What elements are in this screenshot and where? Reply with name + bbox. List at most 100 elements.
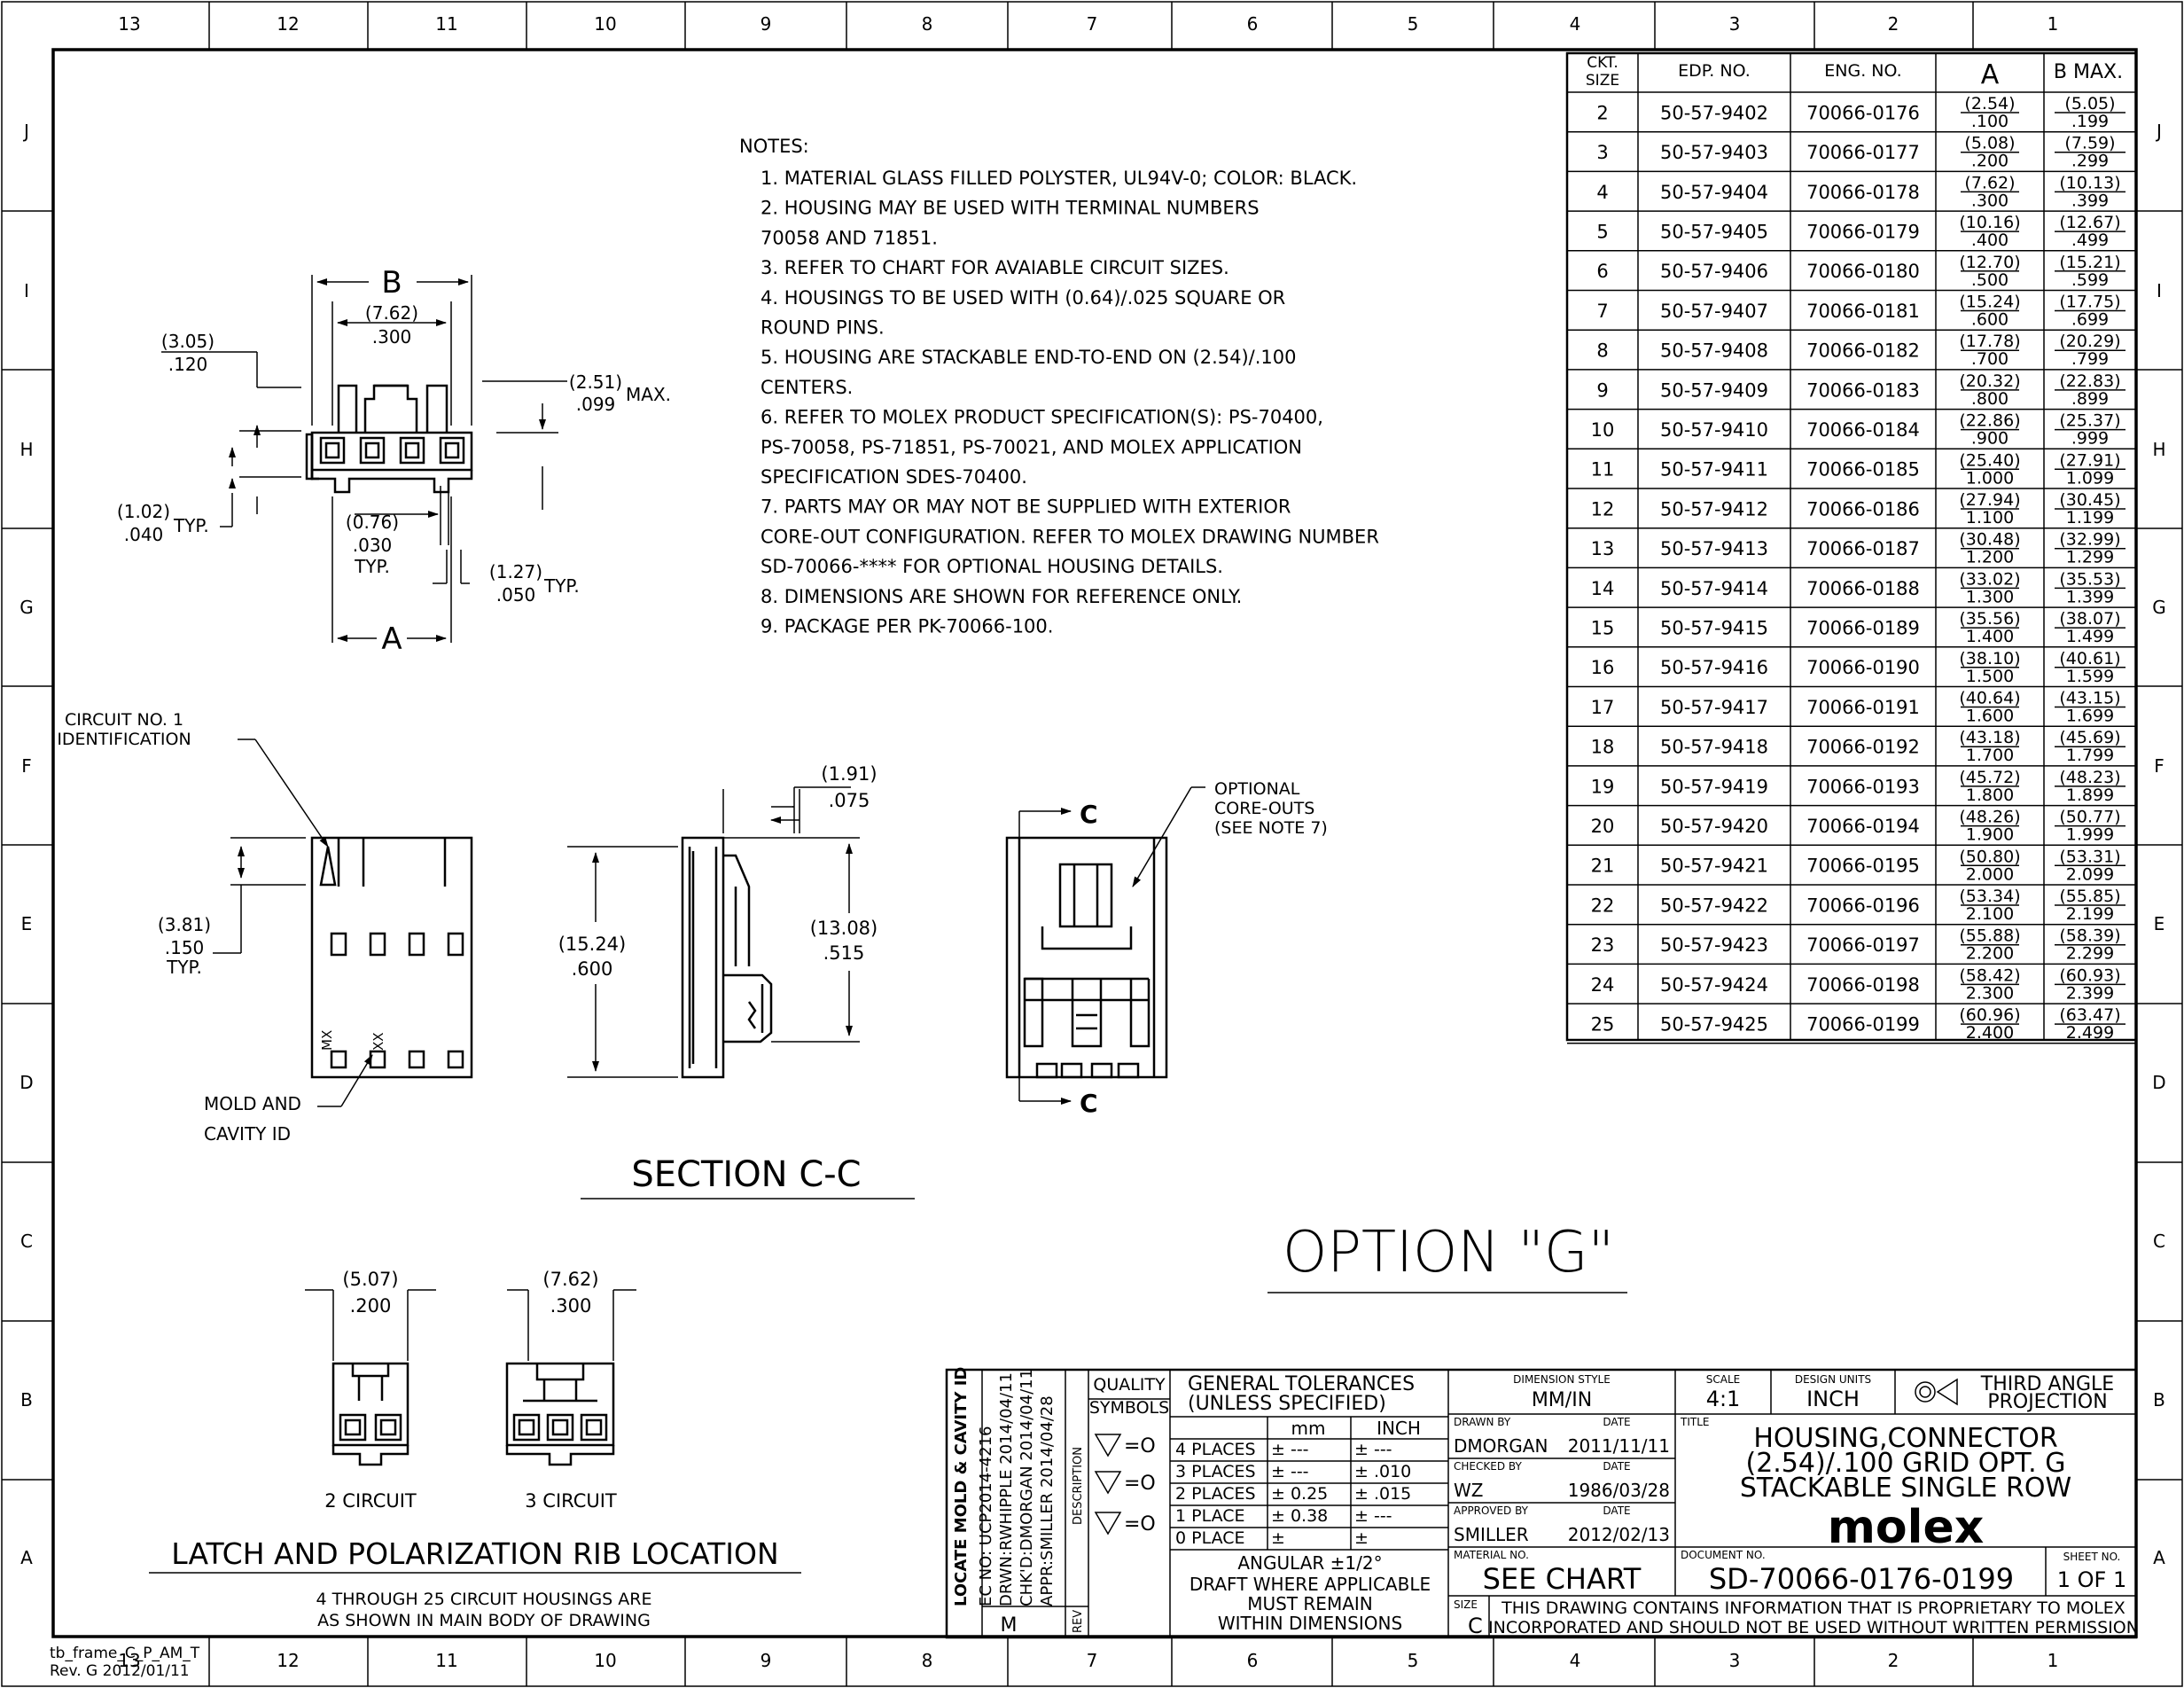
c-mark-bottom: C [1080, 1089, 1098, 1118]
col-label-bottom: 10 [594, 1650, 616, 1671]
dim-b-in: .599 [2071, 270, 2109, 290]
col-label-top: 8 [922, 13, 933, 35]
dim-305-mm: (3.05) [161, 331, 214, 352]
tol-inch: ± --- [1354, 1506, 1392, 1526]
col-label-bottom: 11 [435, 1650, 457, 1671]
notes-list: 1. MATERIAL GLASS FILLED POLYSTER, UL94V… [760, 168, 1379, 637]
dim-a-mm: (48.26) [1959, 808, 2020, 827]
edp-number: 50-57-9420 [1660, 816, 1768, 837]
row-label-right: B [2153, 1389, 2165, 1411]
dim-762b-in: .300 [550, 1295, 592, 1317]
frame-id-line-1: tb_frame_C_P_AM_T [50, 1645, 200, 1662]
dim-a-in: 2.100 [1966, 904, 2014, 924]
quality-symbol-text: =O [1124, 1473, 1156, 1495]
note-line: 1. MATERIAL GLASS FILLED POLYSTER, UL94V… [760, 168, 1357, 189]
ckt-size: 24 [1591, 974, 1615, 996]
eng-number: 70066-0199 [1806, 1013, 1920, 1035]
dim-305-in: .120 [168, 354, 208, 375]
tol-inch: ± .015 [1354, 1484, 1411, 1504]
proprietary-line-2: INCORPORATED AND SHOULD NOT BE USED WITH… [1488, 1618, 2139, 1637]
ckt-size: 4 [1596, 182, 1608, 203]
drawn-by: DMORGAN [1454, 1435, 1548, 1457]
tol-places: 3 PLACES [1175, 1462, 1256, 1481]
checked-date-label: DATE [1603, 1460, 1630, 1473]
tol-mm: ± 0.38 [1271, 1506, 1328, 1526]
dim-b-in: .799 [2071, 349, 2109, 369]
ckt-size: 9 [1596, 379, 1608, 401]
edp-number: 50-57-9413 [1660, 538, 1768, 559]
dim-b-in: 1.899 [2066, 785, 2114, 805]
quality-symbols: =O=O=O [1094, 1434, 1156, 1536]
dim-a-in: 1.500 [1966, 667, 2014, 686]
dim-762-in: .300 [372, 326, 412, 348]
c-mark-top: C [1080, 800, 1098, 829]
dim-a-in: .300 [1971, 191, 2008, 210]
dim-1308-mm: (13.08) [810, 918, 878, 939]
quality-symbol: =O [1094, 1512, 1156, 1536]
dim-b-mm: (40.61) [2059, 649, 2120, 668]
title-line-3: STACKABLE SINGLE ROW [1740, 1473, 2071, 1504]
ckt-size: 3 [1596, 142, 1608, 163]
ckt-size: 21 [1591, 856, 1615, 877]
ckt-size: 13 [1591, 538, 1615, 559]
dim-1524-in: .600 [572, 958, 613, 980]
ec-line: DRWN:RWHIPPLE 2014/04/11 [997, 1372, 1016, 1606]
note-line: ROUND PINS. [760, 317, 885, 339]
dim-a-in: 1.900 [1966, 825, 2014, 845]
tol-mm: ± --- [1271, 1462, 1309, 1481]
eng-number: 70066-0177 [1806, 142, 1920, 163]
document-number: SD-70066-0176-0199 [1709, 1562, 2014, 1596]
quality-symbol-text: =O [1124, 1513, 1156, 1536]
dim-a-in: .600 [1971, 310, 2008, 330]
dim-a-mm: (38.10) [1959, 649, 2020, 668]
dim-b-in: 1.999 [2066, 825, 2114, 845]
drawn-by-label: DRAWN BY [1454, 1416, 1511, 1428]
dim-127-in: .050 [496, 584, 536, 606]
dim-b-mm: (60.93) [2059, 965, 2120, 985]
dim-a-mm: (58.42) [1959, 965, 2020, 985]
circuit-id-line-1: CIRCUIT NO. 1 [65, 710, 183, 730]
dim-a-mm: (17.78) [1959, 332, 2020, 351]
dim-127-mm: (1.27) [489, 561, 542, 582]
ckt-size: 22 [1591, 895, 1615, 916]
dim-b-mm: (20.29) [2059, 332, 2120, 351]
dim-a-in: 1.200 [1966, 548, 2014, 567]
tolerance-row: 4 PLACES± ---± --- [1175, 1440, 1392, 1459]
dim-076-typ: TYP. [354, 556, 390, 577]
dim-a-mm: (7.62) [1964, 173, 2015, 192]
dim-a-mm: (22.86) [1959, 411, 2020, 431]
dim-b-mm: (17.75) [2059, 293, 2120, 312]
gen-tol-line-2: (UNLESS SPECIFIED) [1188, 1393, 1386, 1415]
dim-b-mm: (48.23) [2059, 768, 2120, 787]
ckt-size: 18 [1591, 737, 1615, 758]
dim-381-in: .150 [165, 937, 205, 958]
edp-number: 50-57-9404 [1660, 182, 1768, 203]
title-label: TITLE [1680, 1416, 1709, 1428]
tolerance-row: 3 PLACES± ---± .010 [1175, 1462, 1411, 1481]
col-label-bottom: 1 [2048, 1650, 2059, 1671]
col-label-bottom: 5 [1408, 1650, 1419, 1671]
tol-inch: ± [1354, 1528, 1369, 1548]
angular-tolerance: ANGULAR ±1/2° [1237, 1552, 1382, 1574]
edp-number: 50-57-9409 [1660, 379, 1768, 401]
row-label-right: E [2154, 913, 2165, 934]
dim-a-in: .400 [1971, 231, 2008, 250]
dim-251-max: MAX. [626, 384, 671, 405]
notes-block: NOTES: 1. MATERIAL GLASS FILLED POLYSTER… [739, 136, 1379, 637]
tol-head-mm: mm [1291, 1418, 1326, 1439]
dim-381-typ: TYP. [166, 957, 202, 978]
edp-number: 50-57-9418 [1660, 737, 1768, 758]
dim-b-in: .499 [2071, 231, 2109, 250]
row-label-right: I [2157, 280, 2162, 301]
row-label-left: J [22, 121, 29, 142]
core-outs-line-3: (SEE NOTE 7) [1214, 818, 1328, 838]
eng-number: 70066-0190 [1806, 657, 1920, 678]
dim-style-label: DIMENSION STYLE [1513, 1373, 1611, 1386]
